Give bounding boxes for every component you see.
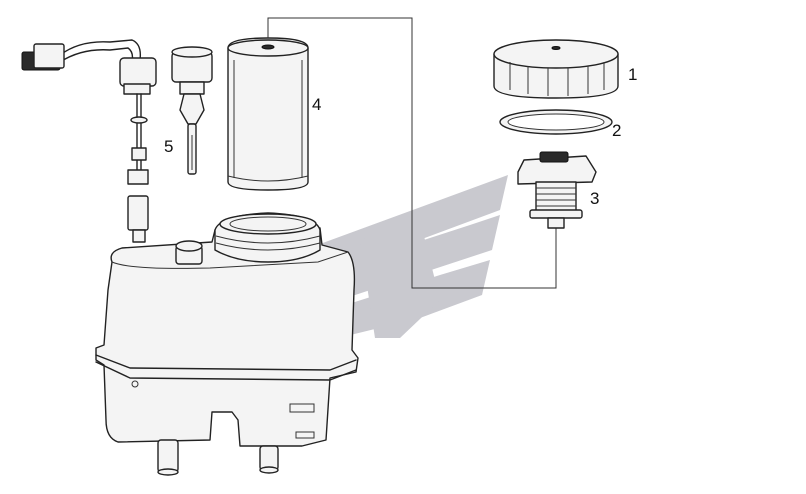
cap-valve: 3 xyxy=(517,151,599,229)
callout-2: 2 xyxy=(612,121,621,140)
reservoir-tank xyxy=(95,212,359,476)
callout-3: 3 xyxy=(590,189,599,208)
reservoir-cap: 1 xyxy=(493,39,637,99)
float-sensor-part: 5 xyxy=(164,46,213,175)
assembly-leader-line xyxy=(267,17,557,289)
filter-cartridge: 4 xyxy=(227,37,321,191)
callout-5: 5 xyxy=(164,137,173,156)
callout-4: 4 xyxy=(312,95,321,114)
callout-1: 1 xyxy=(628,65,637,84)
cap-gasket: 2 xyxy=(499,109,621,140)
level-sensor-cable xyxy=(21,39,157,243)
